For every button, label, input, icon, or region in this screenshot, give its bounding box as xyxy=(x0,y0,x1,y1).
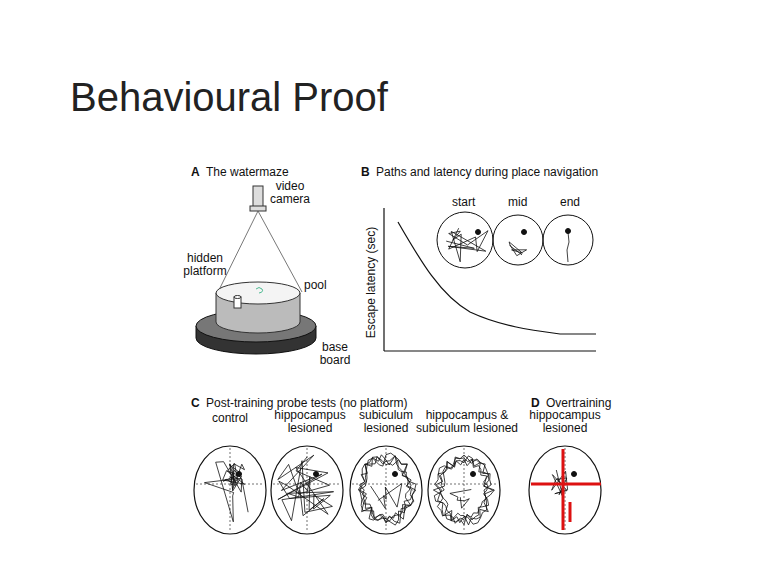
hidden-platform xyxy=(234,296,241,309)
platform-dot xyxy=(314,472,319,477)
pool-outline xyxy=(350,446,422,534)
camera-view-lines xyxy=(218,211,302,292)
pool-outline xyxy=(493,215,543,265)
axis-label: Escape latency (sec) xyxy=(365,226,378,337)
panel-title: Paths and latency during place navigatio… xyxy=(376,166,598,179)
group-label: hippocampus lesioned xyxy=(525,409,605,435)
pool-outline xyxy=(271,446,343,534)
platform-dot xyxy=(237,472,242,477)
group-label: hippocampus & subiculum lesioned xyxy=(408,409,526,435)
platform-dot xyxy=(471,472,476,477)
platform-dot xyxy=(393,472,398,477)
swim-path xyxy=(567,232,569,262)
panel-letter: B xyxy=(361,166,370,179)
swim-path xyxy=(371,484,402,509)
pool-outline xyxy=(194,446,266,534)
group-label: subiculum lesioned xyxy=(351,409,421,435)
slide-title: Behavioural Proof xyxy=(70,74,388,120)
stage-label: start xyxy=(452,196,475,209)
pool-outline xyxy=(529,446,601,534)
overtraining-quadrants xyxy=(531,449,601,530)
quadrant-line xyxy=(230,448,231,532)
video-camera xyxy=(250,186,266,211)
pool xyxy=(216,282,300,333)
platform-dot xyxy=(572,472,577,477)
swim-path xyxy=(205,462,249,522)
swim-path xyxy=(450,490,471,509)
pool-outline xyxy=(543,215,593,265)
group-label: control xyxy=(212,412,248,425)
part-label: video camera xyxy=(270,180,310,206)
swim-path xyxy=(509,242,526,256)
pool-outline xyxy=(437,212,493,268)
swim-path xyxy=(433,455,494,525)
panel-letter: A xyxy=(191,166,200,179)
part-label: hidden platform xyxy=(180,252,230,278)
platform-dot xyxy=(566,229,571,234)
part-label: pool xyxy=(304,279,327,292)
latency-graph xyxy=(384,208,596,351)
pool-outline xyxy=(428,446,500,534)
stage-label: mid xyxy=(508,196,527,209)
swim-path xyxy=(358,453,416,525)
swim-path xyxy=(446,228,488,262)
pool-traces xyxy=(194,212,601,534)
platform-dot xyxy=(476,230,481,235)
stage-label: end xyxy=(560,196,580,209)
part-label: base board xyxy=(318,341,352,367)
panel-letter: C xyxy=(191,397,200,410)
platform-dot xyxy=(522,230,527,235)
swim-path xyxy=(278,455,334,521)
group-label: hippocampus lesioned xyxy=(270,409,350,435)
panel-title: The watermaze xyxy=(206,166,289,179)
